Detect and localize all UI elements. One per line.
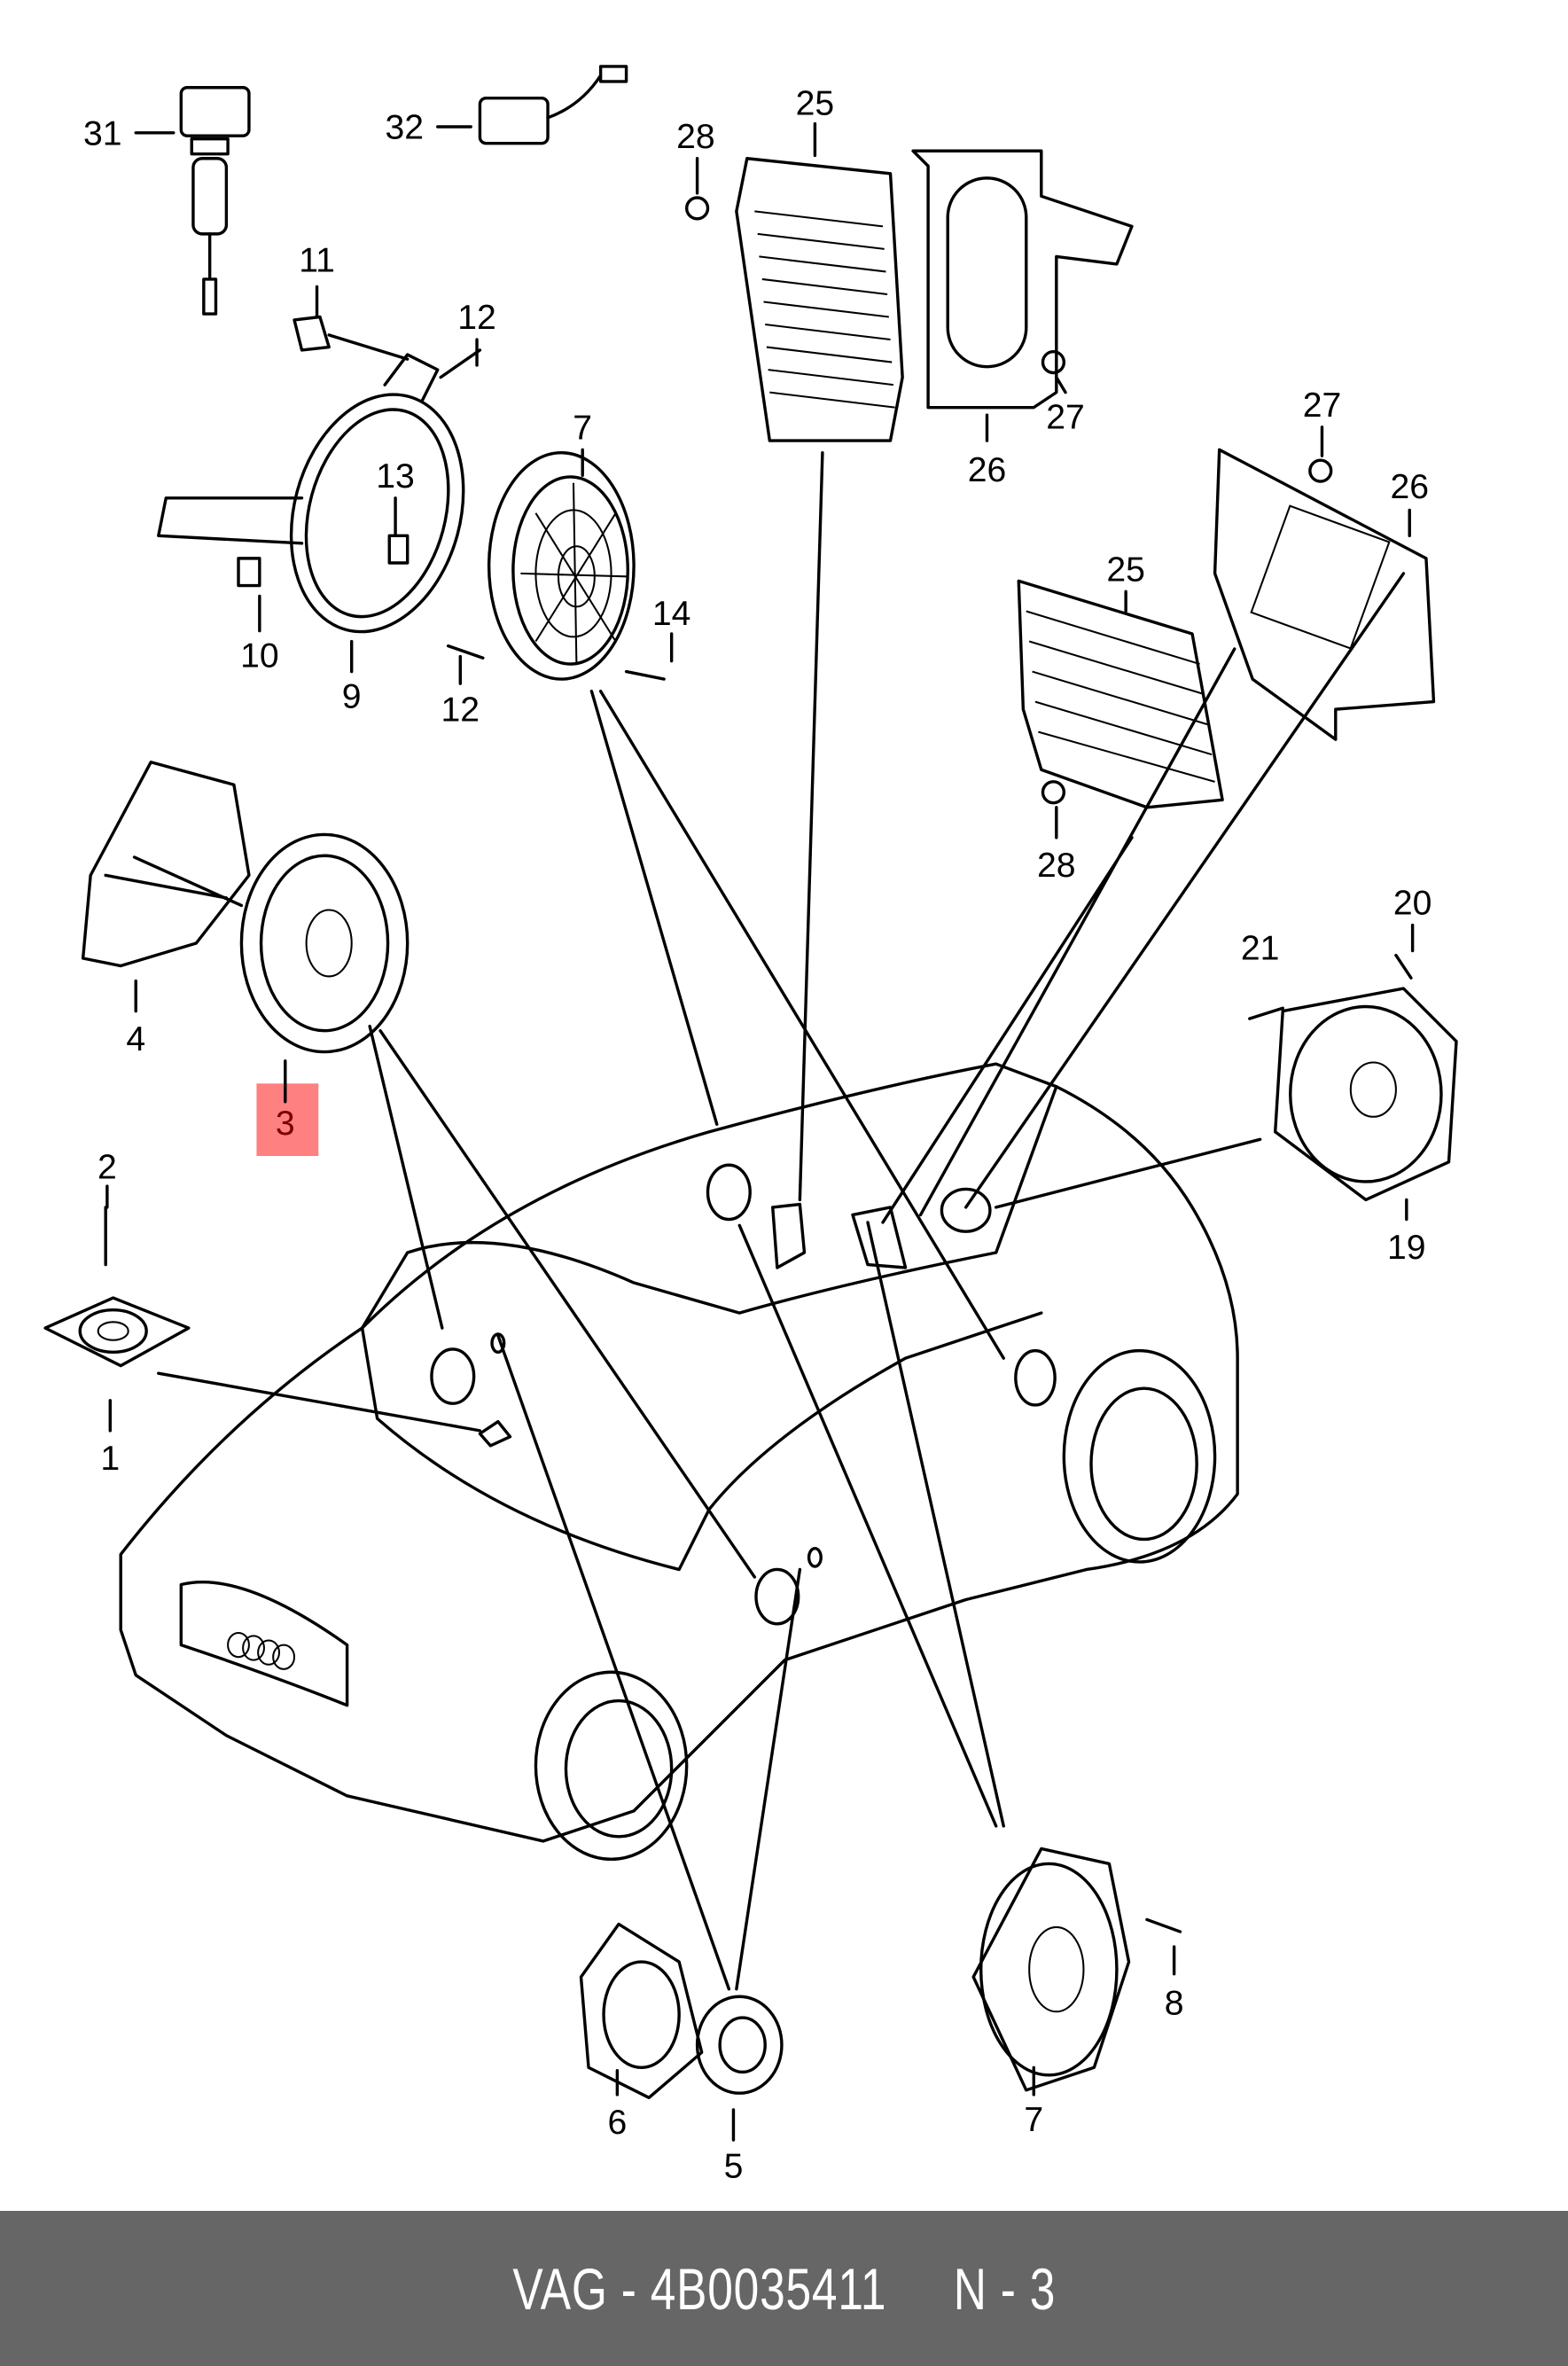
label-14: 14 — [652, 595, 691, 633]
part-9-bracket — [157, 353, 465, 634]
label-12: 12 — [441, 691, 480, 730]
label-7: 7 — [1024, 2101, 1043, 2139]
label-28: 28 — [1037, 847, 1076, 885]
label-26: 26 — [1390, 468, 1429, 506]
label-2: 2 — [98, 1149, 117, 1187]
label-20: 20 — [1393, 885, 1432, 923]
label-10: 10 — [240, 636, 279, 675]
label-9: 9 — [342, 677, 362, 715]
part-32-connector — [478, 65, 628, 145]
part-31-connector — [179, 86, 251, 316]
label-26: 26 — [968, 451, 1007, 489]
label-1: 1 — [100, 1440, 120, 1478]
part-19-speaker — [1273, 987, 1458, 1202]
label-19: 19 — [1387, 1229, 1426, 1267]
part-4-bracket — [81, 761, 251, 968]
parts-diagram: 31 32 25 28 11 12 7 13 10 9 12 14 27 26 … — [43, 65, 1458, 2186]
part-25-amplifier-top — [735, 157, 904, 442]
label-27: 27 — [1303, 387, 1342, 425]
part-28-nut-top — [684, 196, 710, 221]
part-6-bracket — [579, 1922, 704, 2100]
part-28-nut-mid — [1041, 780, 1066, 805]
part-26-bracket-top — [911, 149, 1134, 410]
part-1-tweeter — [43, 1296, 191, 1368]
part-7-speaker-upper — [487, 451, 636, 681]
part-8-screw — [1145, 1917, 1182, 1933]
part-labels: 31 32 25 28 11 12 7 13 10 9 12 14 27 26 … — [83, 84, 1431, 2185]
label-5: 5 — [724, 2148, 744, 2186]
label-12: 12 — [457, 299, 496, 337]
label-21: 21 — [1241, 930, 1280, 968]
label-13: 13 — [376, 457, 415, 496]
part-14-screw — [624, 669, 666, 681]
part-20-21-fasteners — [1248, 953, 1413, 1020]
label-25: 25 — [796, 84, 835, 122]
part-11-clip — [293, 315, 410, 361]
part-12-screws — [439, 348, 485, 660]
label-25: 25 — [1106, 551, 1145, 589]
label-7: 7 — [573, 409, 592, 447]
label-31: 31 — [83, 114, 122, 152]
label-27: 27 — [1046, 398, 1085, 436]
car-body — [119, 1062, 1239, 1862]
part-5-tweeter — [695, 1995, 784, 2095]
part-3-speaker — [239, 832, 410, 1054]
label-32: 32 — [386, 109, 425, 147]
leader-lines — [105, 121, 1415, 2142]
label-11: 11 — [299, 241, 335, 279]
label-8: 8 — [1165, 1985, 1184, 2023]
label-6: 6 — [607, 2104, 627, 2142]
speaker-openings — [430, 1163, 1057, 1626]
label-4: 4 — [126, 1020, 145, 1058]
part-reference-text: VAG - 4B0035411 N - 3 — [512, 2255, 1056, 2322]
footer-bar: VAG - 4B0035411 N - 3 — [0, 2211, 1568, 2366]
highlight-box — [256, 1083, 319, 1157]
part-26-bracket-right — [1213, 448, 1436, 741]
part-25-amplifier-mid — [1017, 579, 1224, 809]
part-27-nut — [1308, 458, 1333, 483]
part-7-speaker-lower — [971, 1847, 1131, 2092]
label-28: 28 — [676, 118, 715, 156]
label-3: 3 — [276, 1105, 295, 1143]
